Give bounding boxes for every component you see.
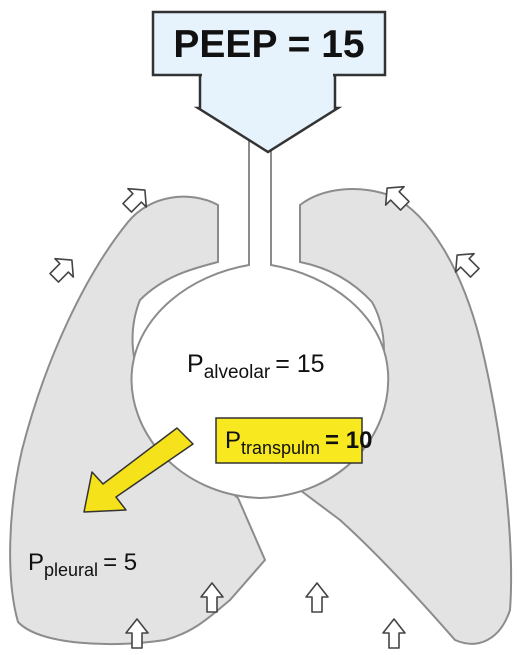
peep-down-arrow	[198, 75, 338, 152]
pressure-arrow	[306, 583, 328, 612]
pressure-arrow	[383, 619, 405, 648]
pressure-arrow	[45, 251, 81, 287]
peep-label: PEEP = 15	[173, 23, 364, 66]
